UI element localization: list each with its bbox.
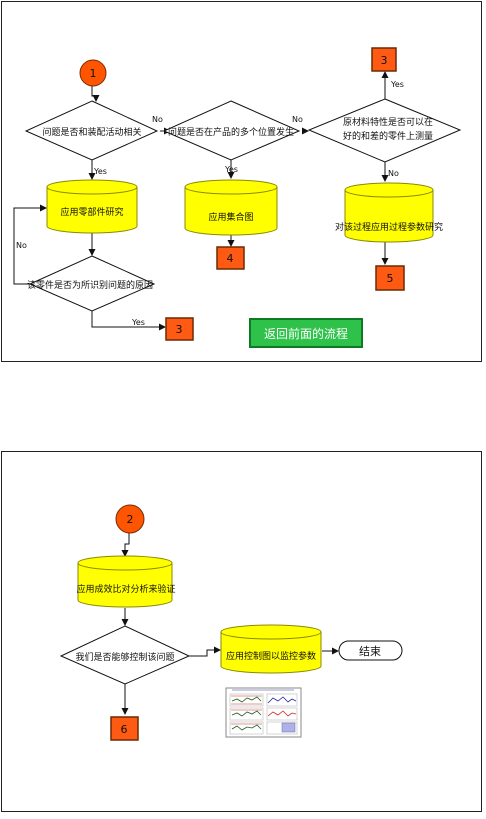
label-yes-assembly: Yes (93, 167, 107, 176)
process-parameter-label: 对该过程应用过程参数研究 (335, 221, 443, 233)
decision-root-cause: 该零件是否为所识别问题的原因 (27, 255, 156, 312)
start-connector-2-label: 2 (127, 513, 134, 526)
label-no-material: No (388, 169, 399, 178)
flowchart-panel-1: 1 问题是否和装配活动相关 问题是否在产品的多个位置发生 原材料特性是否可以在 … (1, 1, 482, 362)
label-no-positions: No (292, 115, 303, 124)
offpage-connector-3-top: 3 (371, 47, 397, 72)
process-verify: 应用成效比对分析来验证 (76, 555, 176, 608)
process-concentration-label: 应用集合图 (208, 211, 253, 223)
decision-material-line1: 原材料特性是否可以在 (343, 116, 433, 128)
label-yes-root-cause: Yes (131, 318, 145, 327)
connector-3-top-label: 3 (381, 54, 388, 67)
process-control-chart-label: 应用控制图以监控参数 (226, 650, 316, 662)
connector-5-label: 5 (387, 272, 394, 285)
label-yes-material: Yes (390, 80, 404, 89)
decision-material: 原材料特性是否可以在 好的和差的零件上测量 (307, 98, 462, 163)
process-parameter-study: 对该过程应用过程参数研究 (335, 182, 443, 243)
process-control-chart: 应用控制图以监控参数 (220, 624, 322, 674)
decision-assembly-label: 问题是否和装配活动相关 (42, 126, 141, 138)
end-terminal: 结束 (338, 640, 403, 661)
label-no-assembly: No (152, 115, 163, 124)
back-to-previous-flow-button[interactable]: 返回前面的流程 (249, 318, 363, 348)
offpage-connector-4: 4 (216, 246, 245, 270)
process-component-study: 应用零部件研究 (46, 179, 138, 234)
flowchart-canvas-2: 2 应用成效比对分析来验证 我们是否能够控制该问题 应用控制图以监控参数 结束 (59, 504, 403, 741)
decision-control-label: 我们是否能够控制该问题 (75, 651, 174, 663)
label-no-root-cause: No (16, 241, 27, 250)
offpage-connector-6: 6 (110, 716, 139, 741)
process-concentration-chart: 应用集合图 (184, 179, 278, 236)
process-component-label: 应用零部件研究 (60, 206, 123, 218)
start-connector-2: 2 (115, 504, 145, 534)
connector-3-bottom-label: 3 (176, 323, 183, 336)
connector-4-label: 4 (227, 252, 234, 265)
decision-positions-label: 问题是否在产品的多个位置发生 (168, 126, 294, 138)
end-terminal-label: 结束 (359, 645, 381, 658)
flowchart-canvas-1: 1 问题是否和装配活动相关 问题是否在产品的多个位置发生 原材料特性是否可以在 … (13, 47, 462, 341)
offpage-connector-3-bottom: 3 (165, 317, 194, 341)
start-connector-1: 1 (79, 59, 107, 87)
label-yes-positions: Yes (224, 165, 238, 174)
start-connector-1-label: 1 (90, 67, 97, 80)
flow-lines (13, 71, 389, 331)
flowchart-panel-2: 2 应用成效比对分析来验证 我们是否能够控制该问题 应用控制图以监控参数 结束 (1, 451, 482, 812)
decision-material-line2: 好的和差的零件上测量 (343, 130, 433, 142)
flow-lines-2 (121, 533, 339, 715)
decision-root-cause-label: 该零件是否为所识别问题的原因 (27, 279, 153, 291)
decision-control: 我们是否能够控制该问题 (59, 625, 191, 685)
connector-6-label: 6 (121, 723, 128, 736)
offpage-connector-5: 5 (375, 265, 405, 291)
control-chart-thumbnail (225, 687, 302, 738)
process-verify-label: 应用成效比对分析来验证 (76, 583, 175, 595)
decision-multiple-positions: 问题是否在产品的多个位置发生 (162, 100, 301, 161)
decision-assembly: 问题是否和装配活动相关 (24, 100, 159, 161)
